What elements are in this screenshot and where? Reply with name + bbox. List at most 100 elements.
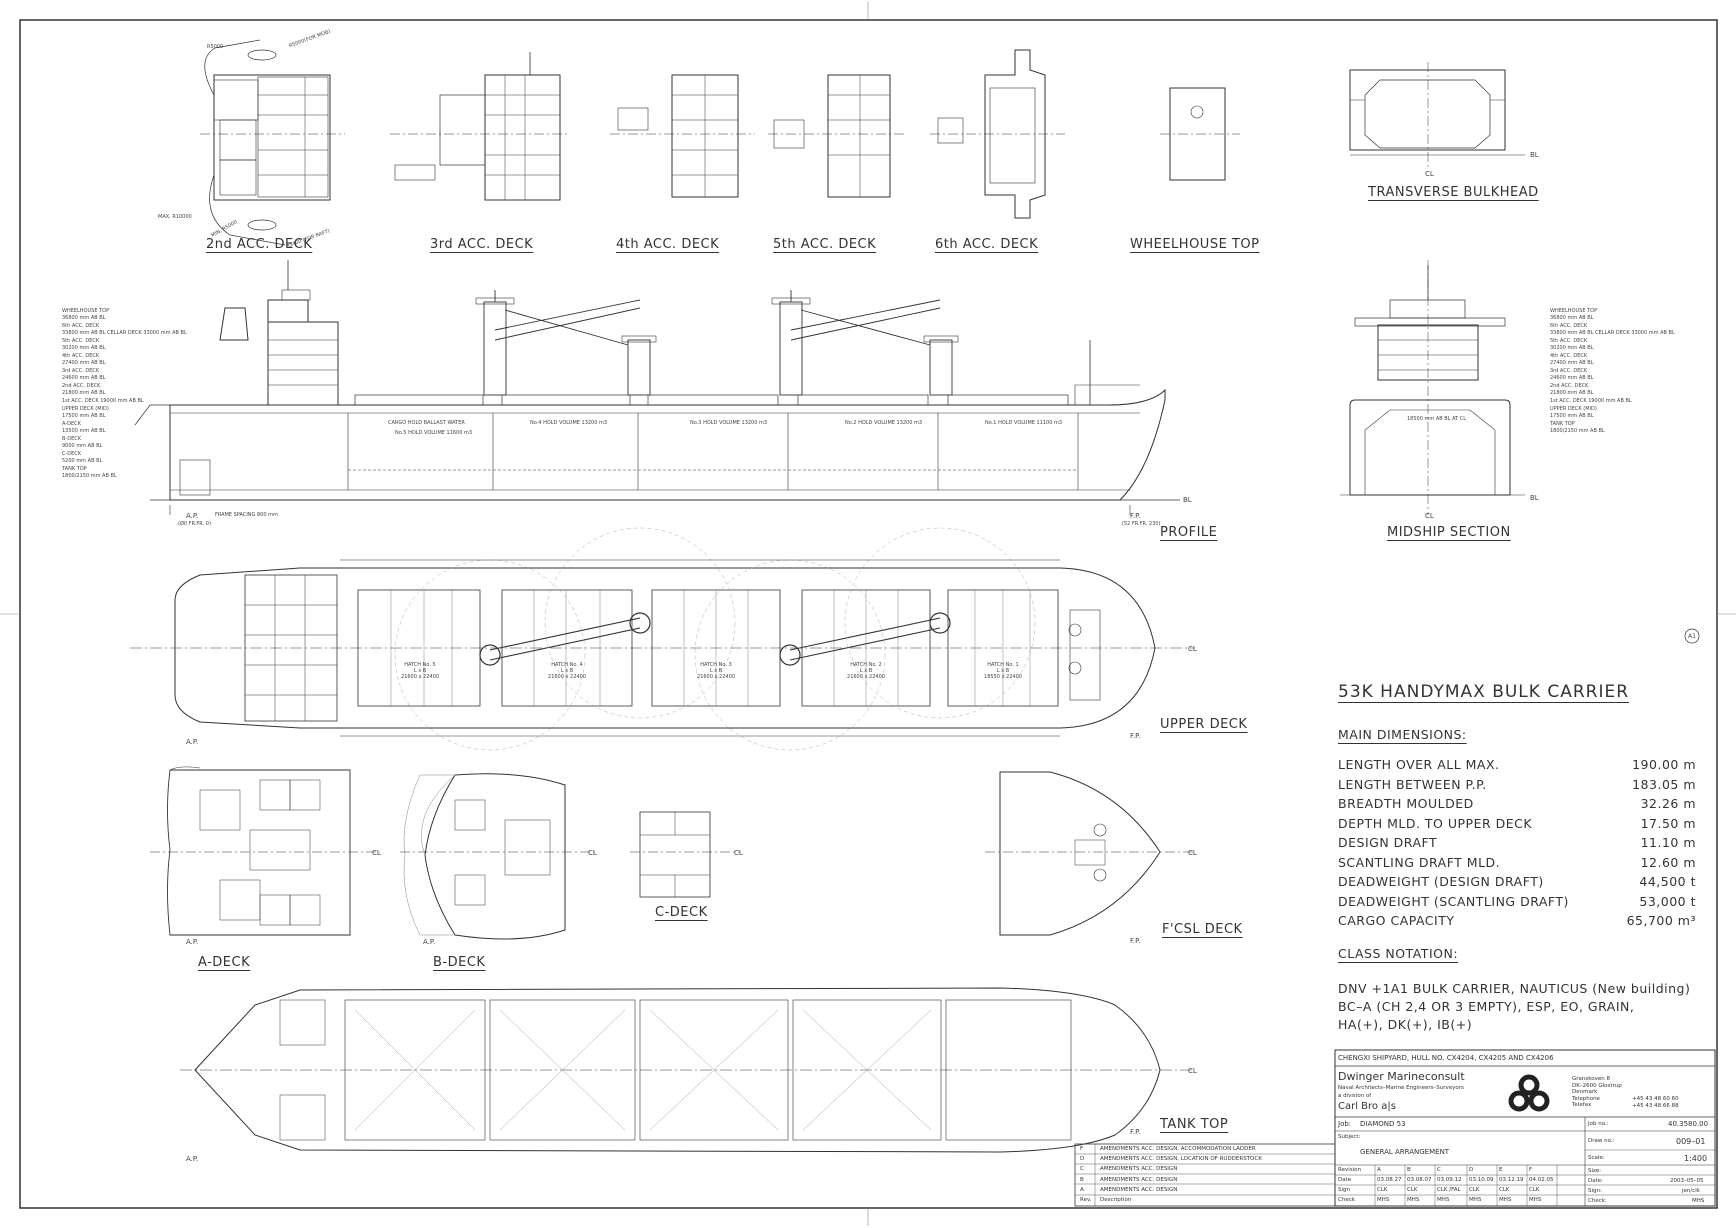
revision-description: AMENDMENTS ACC. DESIGN	[1100, 1166, 1178, 1173]
label-profile: PROFILE	[1160, 525, 1218, 540]
profile-level-height: 5200 mm AB BL	[62, 458, 103, 464]
profile-level-name: 2nd ACC. DECK	[62, 383, 101, 389]
profile-level-height: 1800/2150 mm AB BL	[62, 473, 117, 479]
dimension-value: 12.60 m	[1640, 854, 1696, 870]
revision-grid-cell: CLK	[1529, 1187, 1540, 1193]
a1-mark: A1	[1688, 633, 1696, 640]
revision-grid-cell: CLK	[1499, 1187, 1510, 1193]
revision-grid-cell: MHS	[1499, 1197, 1512, 1203]
midship-level-name: 2nd ACC. DECK	[1550, 383, 1589, 389]
revision-grid-cell: 03.08.07	[1407, 1177, 1432, 1183]
profile-elevation	[134, 260, 1180, 515]
revision-description: AMENDMENTS ACC. DESIGN	[1100, 1186, 1178, 1193]
profile-level-name: C-DECK	[62, 451, 82, 457]
profile-level-name: UPPER DECK (MID)	[62, 406, 109, 412]
revision-grid-cell: B	[1407, 1167, 1411, 1173]
main-dimensions-heading: MAIN DIMENSIONS:	[1338, 727, 1467, 742]
class-notation-line-2: BC–A (CH 2,4 OR 3 EMPTY), ESP, EO, GRAIN…	[1338, 999, 1635, 1014]
label-b-deck: B-DECK	[433, 955, 486, 970]
firm-phone: +45 43 48 60 60	[1632, 1096, 1679, 1102]
midship-level-height: 36800 mm AB BL	[1550, 315, 1594, 321]
revision-grid-cell: E	[1499, 1167, 1503, 1173]
revision-grid-cell: CLK	[1407, 1187, 1418, 1193]
label-upper-deck: UPPER DECK	[1160, 717, 1248, 732]
a1-circle-icon	[1684, 628, 1700, 644]
deck2-plan	[200, 39, 345, 246]
dimension-row: LENGTH BETWEEN P.P.183.05 m	[1338, 777, 1696, 796]
dimension-value: 44,500 t	[1639, 874, 1696, 889]
tank-top-plan	[180, 987, 1195, 1153]
midship-note: 18500 mm AB BL AT CL	[1407, 416, 1467, 422]
profile-level-height: 33800 mm AB BL CELLAR DECK 33000 mm AB B…	[62, 330, 187, 336]
dimension-label: DESIGN DRAFT	[1338, 835, 1438, 850]
revision-letter: Rev.	[1080, 1197, 1092, 1203]
label-midship-section: MIDSHIP SECTION	[1387, 525, 1511, 540]
cl-mark-fcsl: CL	[1188, 849, 1197, 857]
draw-no-label: Draw no.:	[1588, 1138, 1615, 1144]
hatch-label-4: HATCH No. 4 L x B 21600 x 22400	[548, 662, 586, 680]
date-value: 2003–05–05	[1670, 1178, 1704, 1184]
label-5th-acc-deck: 5th ACC. DECK	[773, 237, 877, 252]
cl-mark-midship: CL	[1425, 512, 1434, 520]
label-6th-acc-deck: 6th ACC. DECK	[935, 237, 1039, 252]
dimension-value: 65,700 m³	[1626, 913, 1696, 928]
dimension-label: LENGTH OVER ALL MAX.	[1338, 757, 1500, 772]
label-wheelhouse-top: WHEELHOUSE TOP	[1130, 237, 1260, 252]
label-transverse-bulkhead: TRANSVERSE BULKHEAD	[1368, 185, 1539, 200]
subject-value: GENERAL ARRANGEMENT	[1360, 1148, 1450, 1156]
revision-grid-cell: 04.02.05	[1529, 1177, 1554, 1183]
size-label: Size:	[1588, 1168, 1602, 1174]
label-3rd-acc-deck: 3rd ACC. DECK	[430, 237, 534, 252]
hatch-label-2: HATCH No. 2 L x B 21600 x 22400	[847, 662, 885, 680]
class-notation-heading: CLASS NOTATION:	[1338, 946, 1459, 961]
wheelhouse-top-plan	[1160, 87, 1240, 181]
deck5-plan	[768, 74, 905, 198]
hatch-label-3: HATCH No. 3 L x B 21600 x 22400	[697, 662, 735, 680]
sign-value: jen/clk	[1682, 1188, 1700, 1194]
shipyard-line: CHENGXI SHIPYARD, HULL NO. CX4204, CX420…	[1338, 1054, 1554, 1062]
scale-value: 1:400	[1684, 1154, 1708, 1163]
job-no-label: Job no.:	[1588, 1121, 1609, 1127]
profile-level-7: UPPER DECK (MID)17500 mm AB BL	[62, 406, 192, 420]
label-2nd-acc-deck: 2nd ACC. DECK	[206, 237, 313, 252]
profile-level-height: 17500 mm AB BL	[62, 413, 106, 419]
midship-level-height: 27400 mm AB BL	[1550, 360, 1594, 366]
label-fcsl-deck: F'CSL DECK	[1162, 922, 1243, 937]
ap-mark-upper: A.P.	[186, 738, 199, 746]
dimension-value: 53,000 t	[1639, 893, 1696, 909]
deck2-note-max: MAX. R10000	[158, 214, 192, 220]
firm-division: a division of	[1338, 1093, 1372, 1099]
revision-letter: F	[1080, 1146, 1084, 1152]
midship-level-name: WHEELHOUSE TOP	[1550, 308, 1598, 314]
revision-grid-cell: 03.08.27	[1377, 1177, 1402, 1183]
revision-letter: B	[1080, 1176, 1084, 1183]
profile-hold5: No.5 HOLD VOLUME 11600 m3	[395, 430, 473, 436]
deck4-plan	[610, 74, 755, 198]
midship-level-name: 6th ACC. DECK	[1550, 323, 1588, 329]
ap-mark-b-deck: A.P.	[423, 938, 436, 946]
label-a-deck: A-DECK	[198, 955, 251, 970]
revision-letter: D	[1080, 1156, 1085, 1163]
dimension-row: SCANTLING DRAFT MLD.12.60 m	[1338, 855, 1696, 874]
revision-description: AMENDMENTS ACC. DESIGN	[1100, 1176, 1178, 1183]
profile-level-name: 3rd ACC. DECK	[62, 368, 100, 374]
midship-level-name: 3rd ACC. DECK	[1550, 368, 1588, 374]
class-notation-line-3: HA(+), DK(+), IB(+)	[1338, 1017, 1473, 1032]
profile-hold1: No.1 HOLD VOLUME 11100 m3	[985, 420, 1063, 426]
revision-grid-cell: CLK /FAL	[1437, 1187, 1461, 1193]
profile-level-6: 1st ACC. DECK 19000 mm AB BL	[62, 398, 192, 405]
revision-grid-cell: D	[1469, 1167, 1474, 1173]
profile-level-height: 21800 mm AB BL	[62, 390, 106, 396]
dimension-value: 17.50 m	[1640, 815, 1696, 831]
dimension-label: DEADWEIGHT (DESIGN DRAFT)	[1338, 874, 1544, 889]
revision-grid-cell: 03.09.12	[1437, 1177, 1462, 1183]
